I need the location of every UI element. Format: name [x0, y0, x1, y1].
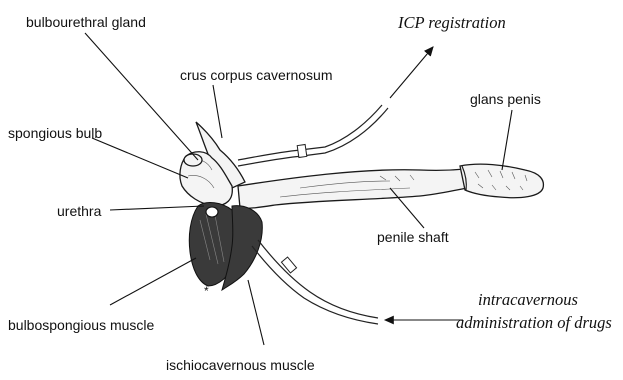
label-penile-shaft: penile shaft [377, 229, 449, 245]
icp-arrow [390, 47, 433, 98]
penile-shaft-shape [238, 169, 468, 208]
leader-ischiocavernous-muscle [248, 280, 264, 345]
label-bulbospongious-muscle: bulbospongious muscle [8, 317, 155, 333]
icp-catheter [238, 105, 388, 166]
asterisk-mark: * [204, 284, 209, 298]
label-glans-penis: glans penis [470, 91, 541, 107]
bulbourethral-gland-shape [184, 154, 202, 166]
label-urethra: urethra [57, 203, 102, 219]
leader-urethra [110, 206, 204, 210]
label-administration-of-drugs: administration of drugs [456, 313, 612, 332]
label-crus-corpus-cavernosum: crus corpus cavernosum [180, 67, 333, 83]
label-ischiocavernous-muscle: ischiocavernous muscle [166, 357, 315, 373]
label-icp-registration: ICP registration [397, 13, 506, 32]
leader-bulbospongious-muscle [110, 258, 196, 305]
label-bulbourethral-gland: bulbourethral gland [26, 14, 146, 30]
urethra-opening [206, 207, 218, 217]
drug-catheter [252, 240, 378, 324]
leader-spongious-bulb [92, 138, 188, 178]
leader-crus-corpus-cavernosum [213, 85, 222, 138]
label-intracavernous: intracavernous [478, 290, 578, 309]
label-spongious-bulb: spongious bulb [8, 125, 102, 141]
leader-glans-penis [502, 110, 512, 170]
